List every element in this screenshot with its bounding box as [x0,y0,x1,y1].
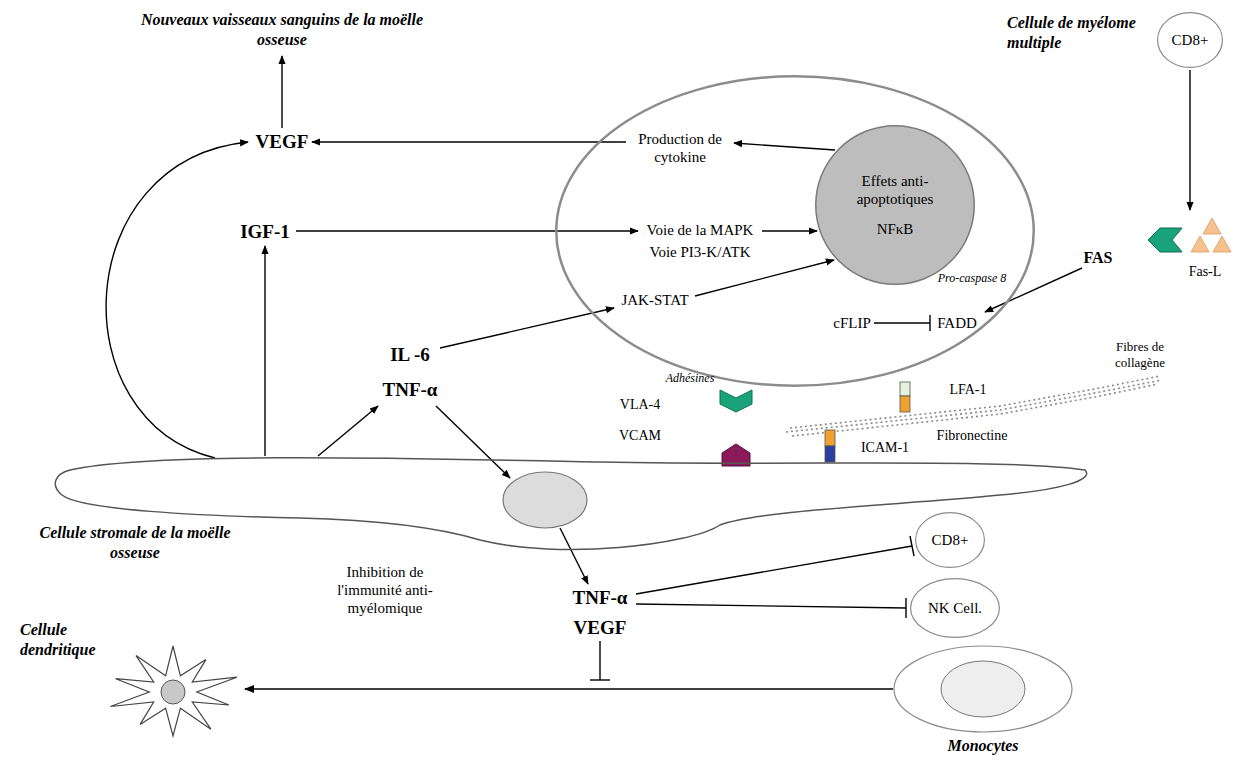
monocyte-cell: Monocytes [893,645,1073,733]
lfa1-part [900,382,910,396]
factor-label: VEGF [574,617,627,640]
node-label: Effets anti-apoptotiques [843,172,947,208]
inhibition-line [874,322,930,323]
factor-label: TNF-α [573,587,628,610]
collagen-fibre [786,380,1162,432]
cell-heading: Cellule dendritique [20,620,130,660]
inhibition-bar [910,536,914,556]
receptor-label: LFA-1 [949,382,986,399]
arrow-connector [245,688,893,689]
collagen-fibre [790,376,1160,428]
receptor-label: ICAM-1 [861,440,909,457]
icam1-part [825,430,835,446]
arrow [734,143,835,150]
arrow [436,406,510,478]
inhibition-line [636,546,912,594]
fas-ligand [1191,236,1209,252]
receptor-label: VCAM [619,428,661,445]
arrow [264,246,265,456]
cell-outline [894,646,1072,732]
arrow [1189,70,1190,210]
node-label: NK Cell. [928,599,982,617]
inhibition-line [636,604,906,608]
nucleus [161,680,185,704]
protein-label: FADD [937,314,977,332]
fibre-label: Fibres de collagène [1094,339,1186,370]
fas-ligand [1203,218,1221,234]
node-content: NK Cell. [910,578,1000,638]
arrow [695,260,834,296]
pathway-label: JAK-STAT [621,291,688,309]
cell-circle: CD8+ [1157,12,1223,68]
protein-label: cFLIP [833,314,871,332]
pathway-label: Voie PI3-K/ATK [650,243,751,261]
curved-arrow [106,142,248,458]
myeloma-cell: Cellule de myélome multipleEffets anti-a… [555,75,1035,387]
arrow [296,230,638,231]
cell-outline [916,513,985,568]
vla4-receptor [720,390,752,412]
cell-outline [110,646,236,736]
node-content: CD8+ [1157,12,1223,68]
dendritic-cell: Cellule dendritique [95,640,245,740]
cell-heading: Cellule stromale de la moëlle osseuse [15,523,255,563]
cell-shape [95,640,245,740]
lfa1-part [900,396,910,412]
nucleus [941,661,1025,717]
cell-outline [1158,13,1223,68]
factor-label: IL -6 [390,344,430,367]
inhibition-bar [590,679,610,680]
receptor-label: FAS [1083,248,1112,267]
protein-label: Pro-caspase 8 [938,271,1007,285]
arrow [318,406,378,456]
factor-label: TNF-α [383,379,438,402]
cell-circle: NK Cell. [910,578,1000,638]
nucleus [503,472,587,528]
node-content [893,645,1073,733]
inhibition-bar [905,598,906,618]
arrow [762,230,817,231]
pathway-label: Voie de la MAPK [647,221,754,239]
cell-outline [816,126,975,285]
node-label: CD8+ [932,531,969,549]
group-label: Adhésines [666,371,715,385]
arrow [281,56,282,128]
arrow [312,141,626,142]
cell-outline [911,579,1000,638]
cell-shape [893,645,1073,733]
matrix-label: Fibronectine [937,428,1008,445]
process-label: Production de cytokine [615,130,745,166]
inhibition-line [599,641,600,680]
effect-label: Inhibition de l'immunité anti-myélomique [315,563,455,617]
arrow [440,308,614,348]
factor-label: IGF-1 [240,221,290,244]
node-label: CD8+ [1172,31,1209,49]
node-label: NFκB [877,220,914,238]
fas-ligand [1213,236,1231,252]
inhibition-bar [929,315,930,331]
node-content: Effets anti-apoptotiquesNFκB [815,125,975,285]
node-content: CD8+ [915,512,985,568]
arrow [560,528,588,584]
factor-label: VEGF [256,131,309,154]
node-content [95,640,245,740]
nucleus: Effets anti-apoptotiquesNFκB [815,125,975,285]
caption-label: Nouveaux vaisseaux sanguins de la moëlle… [117,10,447,50]
icam1-part [825,446,835,462]
fas-receptor [1148,228,1182,252]
receptor-label: VLA-4 [620,397,660,414]
ligand-label: Fas-L [1189,264,1222,281]
cell-heading: Cellule de myélome multiple [1007,13,1137,53]
cell-circle: CD8+ [915,512,985,568]
cell-outline [556,76,1034,386]
cell-heading: Monocytes [893,736,1073,756]
